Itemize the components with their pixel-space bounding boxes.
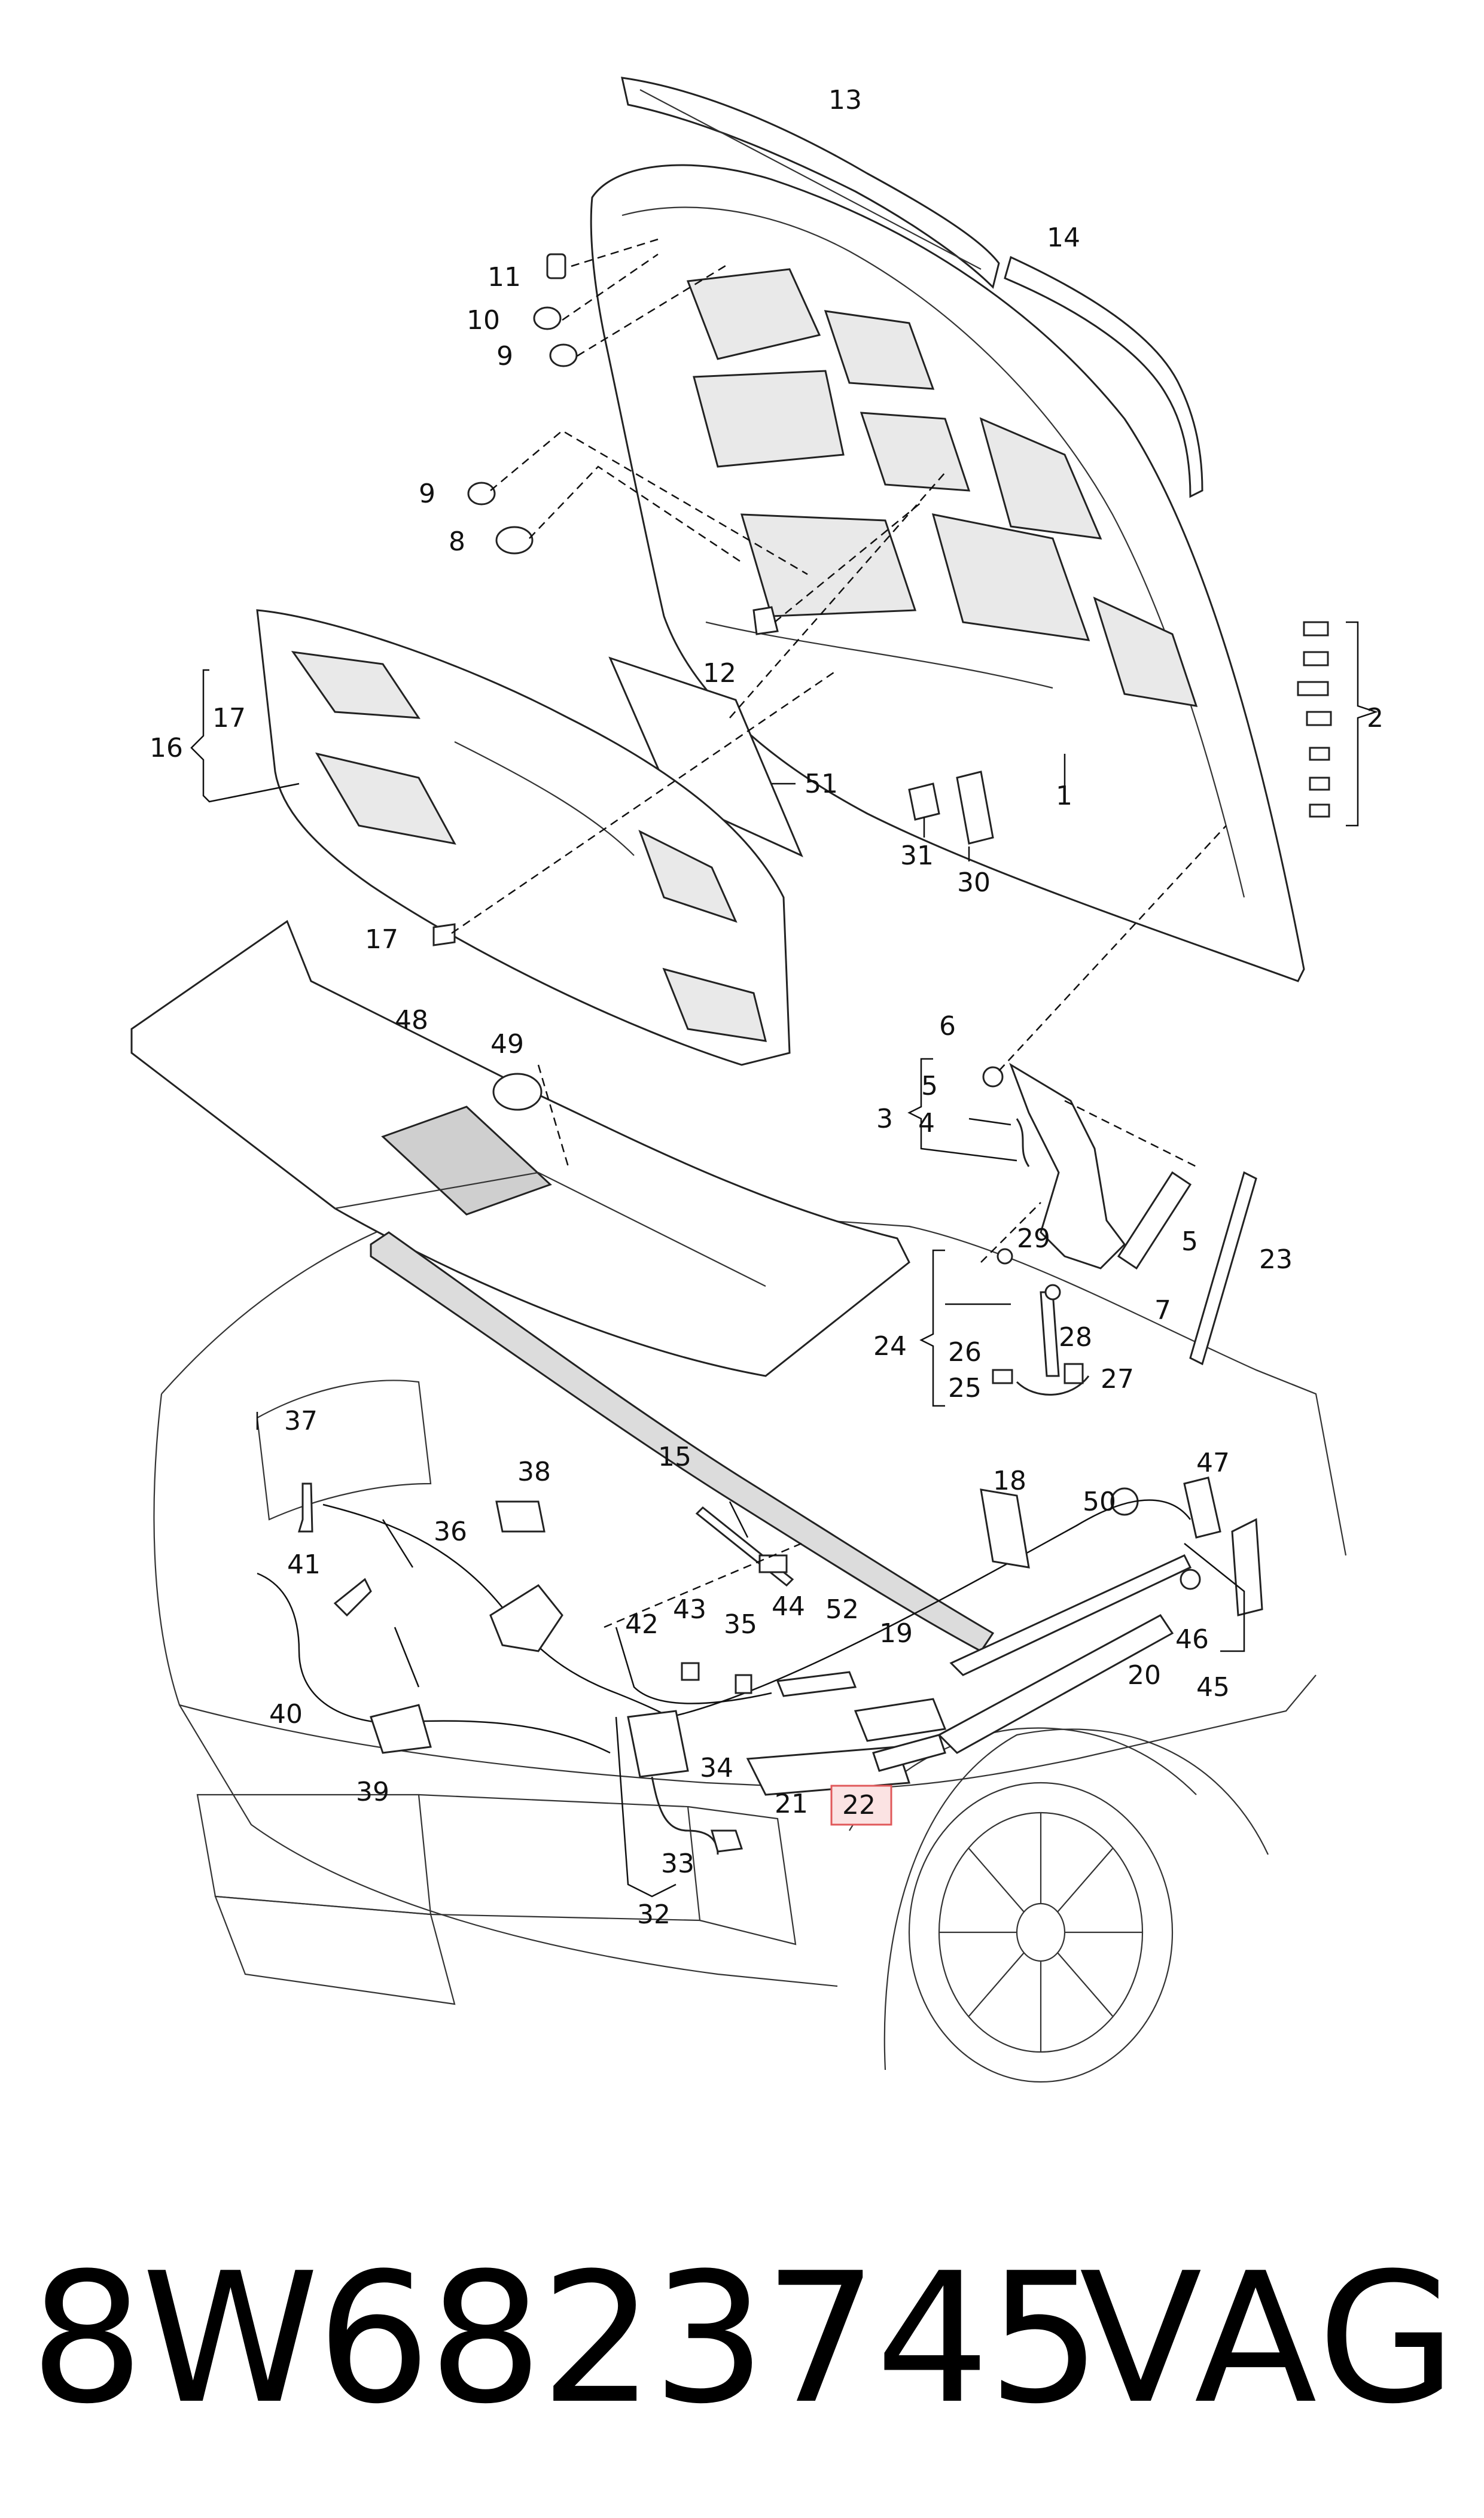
- callout-25: 25: [948, 1373, 982, 1403]
- exploded-parts-diagram: 13 14 11 10 9 9 8 12 17 16 51 1 2 31 30 …: [130, 77, 1384, 2083]
- callout-46: 46: [1175, 1624, 1209, 1655]
- callout-21: 21: [775, 1789, 808, 1819]
- callout-30: 30: [957, 867, 991, 898]
- callout-39: 39: [356, 1777, 389, 1807]
- callout-34: 34: [700, 1753, 733, 1783]
- callout-9-top: 9: [496, 341, 513, 372]
- callout-6: 6: [939, 1011, 956, 1042]
- callout-15: 15: [658, 1442, 691, 1472]
- callout-5-lower: 5: [1181, 1226, 1198, 1257]
- hood-side-seal: [1004, 255, 1203, 498]
- callout-52: 52: [825, 1594, 859, 1625]
- callout-48: 48: [395, 1005, 428, 1036]
- callout-16: 16: [150, 733, 183, 763]
- hood-insulation-liner: [256, 609, 791, 1066]
- dashed-guides: [451, 238, 1227, 1628]
- callout-31: 31: [900, 841, 934, 871]
- callout-24: 24: [873, 1331, 907, 1362]
- callout-labels: 13 14 11 10 9 9 8 12 17 16 51 1 2 31 30 …: [150, 85, 1384, 1930]
- callout-33: 33: [661, 1849, 694, 1879]
- callout-7: 7: [1154, 1295, 1171, 1326]
- callout-49: 49: [490, 1029, 524, 1059]
- callout-29: 29: [1017, 1223, 1050, 1254]
- callout-13: 13: [828, 85, 862, 115]
- callout-36: 36: [434, 1517, 467, 1547]
- callout-32: 32: [637, 1899, 671, 1930]
- part-number: 8W6823745: [30, 2234, 1102, 2443]
- callout-51: 51: [805, 769, 838, 799]
- callout-18: 18: [993, 1466, 1026, 1496]
- trim-panels: [746, 1554, 1192, 1796]
- callout-17-top: 17: [212, 703, 246, 733]
- callout-42: 42: [625, 1609, 659, 1640]
- callout-37: 37: [284, 1406, 318, 1436]
- hood-panel: [590, 164, 1305, 982]
- plenum-cover: [130, 919, 910, 1377]
- callout-35: 35: [724, 1609, 757, 1640]
- callout-26: 26: [948, 1337, 982, 1368]
- callout-22: 22: [842, 1790, 876, 1820]
- callout-27: 27: [1101, 1364, 1134, 1395]
- callout-20: 20: [1128, 1660, 1161, 1691]
- callout-41: 41: [287, 1549, 321, 1580]
- callout-11: 11: [487, 262, 521, 293]
- callout-17-low: 17: [365, 924, 398, 955]
- callout-10: 10: [467, 305, 500, 336]
- callout-28: 28: [1059, 1322, 1092, 1353]
- callout-4: 4: [918, 1108, 935, 1138]
- callout-3: 3: [876, 1104, 893, 1134]
- callout-5-upper: 5: [921, 1071, 938, 1101]
- fasteners: [432, 253, 1332, 1616]
- lock-and-cables: [257, 1482, 1191, 1855]
- leader-lines: [190, 621, 1378, 1898]
- callout-14: 14: [1047, 223, 1080, 253]
- callout-12: 12: [703, 658, 736, 689]
- callout-2: 2: [1367, 703, 1384, 733]
- callout-45: 45: [1196, 1672, 1230, 1703]
- callout-9-mid: 9: [419, 479, 435, 509]
- hood-front-seal: [621, 77, 1000, 289]
- callout-44: 44: [772, 1591, 805, 1622]
- callout-50: 50: [1083, 1487, 1116, 1517]
- bonnet-seal-strip: [370, 1231, 995, 1652]
- brand-name: VAG: [1079, 2234, 1460, 2443]
- insulation-pad: [608, 656, 803, 857]
- callout-1: 1: [1056, 781, 1072, 811]
- callout-8: 8: [449, 526, 465, 557]
- footer: 8W6823745 VAG: [0, 2213, 1484, 2465]
- callout-47: 47: [1196, 1448, 1230, 1478]
- hinge-assembly: [982, 1062, 1257, 1396]
- callout-40: 40: [269, 1699, 303, 1730]
- highlighted-callout-box: [830, 1785, 892, 1826]
- car-body: [153, 1195, 1347, 2083]
- callout-38: 38: [517, 1457, 551, 1487]
- callout-43: 43: [673, 1594, 706, 1625]
- callout-19: 19: [879, 1618, 913, 1649]
- callout-23: 23: [1259, 1244, 1293, 1275]
